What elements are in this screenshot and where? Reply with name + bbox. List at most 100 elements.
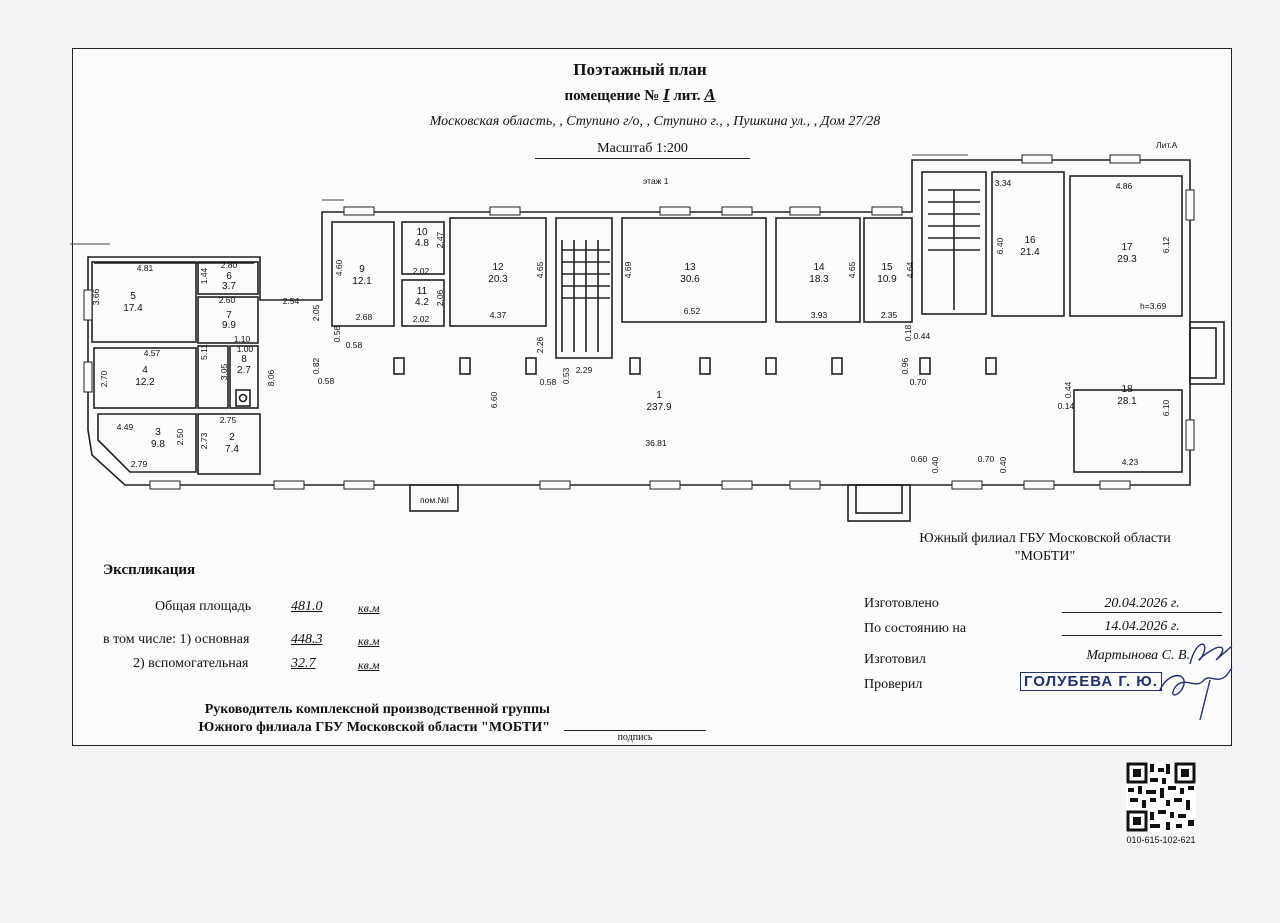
state-label: По состоянию на	[864, 621, 967, 636]
dim-label: 4.57	[144, 348, 161, 358]
dim-label: 0.58	[540, 377, 557, 387]
room-8-area: 2.7	[237, 365, 251, 376]
dim-label: 4.23	[1122, 457, 1139, 467]
room-13-number: 13	[684, 262, 696, 273]
room-8-number: 8	[241, 354, 247, 365]
dim-label: 6.52	[684, 306, 701, 316]
dim-label: 2.50	[175, 428, 185, 445]
room-7-number: 7	[226, 310, 232, 321]
room-9-area: 12.1	[352, 276, 372, 287]
dim-label: 5.11	[199, 344, 209, 360]
aux-area-label: 2) вспомогательная	[133, 656, 249, 671]
room-3-area: 9.8	[151, 439, 165, 450]
room-10-area: 4.8	[415, 238, 429, 249]
dim-label: 2.02	[413, 314, 430, 324]
dim-label: 1.44	[199, 267, 209, 284]
room-2-area: 7.4	[225, 444, 239, 455]
checker-stamp: ГОЛУБЕВА Г. Ю.	[1020, 672, 1162, 691]
dim-label: 3.93	[811, 310, 828, 320]
dim-label: 4.65	[847, 261, 857, 278]
room-18-area: 28.1	[1117, 396, 1137, 407]
signature-line	[564, 730, 706, 731]
dim-label: 0.58	[318, 376, 335, 386]
aux-area-unit: кв.м	[358, 658, 380, 672]
plan-sheet	[72, 48, 1232, 746]
dim-label: 6.60	[489, 391, 499, 408]
room-15-area: 10.9	[877, 274, 897, 285]
room-5-area: 17.4	[123, 303, 143, 314]
plan-subtitle: помещение № I лит. А	[564, 85, 716, 104]
dim-label: 0.58	[332, 325, 342, 342]
dim-label: 2.70	[99, 370, 109, 387]
total-area-label: Общая площадь	[155, 599, 252, 614]
room-12-number: 12	[492, 262, 504, 273]
scale-label: Масштаб 1:200	[535, 141, 750, 159]
room-9-number: 9	[359, 264, 365, 275]
dim-label: 2.47	[435, 231, 445, 248]
dim-label: 4.86	[1116, 181, 1133, 191]
dim-label: 4.69	[623, 261, 633, 278]
head-line-2: Южного филиала ГБУ Московской области "М…	[198, 720, 550, 735]
maker-name: Мартынова С. В.	[1086, 648, 1190, 663]
maker-label: Изготовил	[864, 652, 926, 667]
room-15-number: 15	[881, 262, 893, 273]
dim-label: 4.60	[334, 259, 344, 276]
room-4-number: 4	[142, 365, 148, 376]
main-area-value: 448.3	[291, 632, 323, 647]
dim-label: 4.65	[535, 261, 545, 278]
dim-label: 2.02	[413, 266, 430, 276]
dim-label: 36.81	[645, 438, 667, 448]
head-line-1: Руководитель комплексной производственно…	[204, 702, 550, 717]
signature-caption: подпись	[617, 732, 653, 743]
dim-label: 2.60	[219, 295, 236, 305]
dim-label: 8.06	[266, 369, 276, 386]
room-18-number: 18	[1121, 384, 1133, 395]
dim-label: 4.37	[490, 310, 507, 320]
address: Московская область, , Ступино г/о, , Сту…	[429, 114, 881, 129]
checker-label: Проверил	[864, 677, 923, 692]
dim-label: 2.79	[131, 459, 148, 469]
qr-code-number: 010-615-102-621	[1126, 835, 1196, 845]
floor-label: этаж 1	[643, 176, 669, 186]
dim-label: 2.68	[356, 312, 373, 322]
dim-label: 2.75	[220, 415, 237, 425]
dim-label: 0.44	[914, 331, 931, 341]
dim-label: 0.96	[900, 357, 910, 374]
room-5-number: 5	[130, 291, 136, 302]
dim-label: 2.35	[881, 310, 898, 320]
dim-label: 2.54	[283, 296, 300, 306]
dim-label: 0.40	[998, 456, 1008, 473]
room-14-number: 14	[813, 262, 825, 273]
dim-label: 0.70	[910, 377, 927, 387]
dim-label: 3.66	[91, 288, 101, 305]
dim-label: 0.60	[911, 454, 928, 464]
room-13-area: 30.6	[680, 274, 700, 285]
lit-label: Лит.А	[1156, 140, 1178, 150]
total-area-unit: кв.м	[358, 601, 380, 615]
dim-label: 0.82	[311, 357, 321, 374]
height-label: h=3.69	[1140, 301, 1167, 311]
dim-label: 4.49	[117, 422, 134, 432]
dim-label: 4.81	[137, 263, 154, 273]
dim-label: 0.44	[1063, 381, 1073, 398]
state-date: 14.04.2026 г.	[1062, 619, 1222, 636]
dim-label: 1.00	[237, 344, 254, 354]
plan-title: Поэтажный план	[573, 60, 707, 79]
room-11-number: 11	[417, 286, 428, 297]
dim-label: 0.18	[903, 324, 913, 341]
dim-label: 2.05	[311, 304, 321, 321]
dim-label: 0.58	[346, 340, 363, 350]
room-14-area: 18.3	[809, 274, 829, 285]
dim-label: 0.40	[930, 456, 940, 473]
room-3-number: 3	[155, 427, 161, 438]
room-16-number: 16	[1024, 235, 1036, 246]
room-11-area: 4.2	[415, 297, 429, 308]
room-10-number: 10	[416, 227, 428, 238]
aux-area-value: 32.7	[291, 656, 316, 671]
room-16-area: 21.4	[1020, 247, 1040, 258]
room-7-area: 9.9	[222, 320, 236, 331]
room-17-number: 17	[1121, 242, 1133, 253]
organization: Южный филиал ГБУ Московской области "МОБ…	[919, 531, 1171, 564]
main-area-label: в том числе: 1) основная	[103, 632, 250, 647]
